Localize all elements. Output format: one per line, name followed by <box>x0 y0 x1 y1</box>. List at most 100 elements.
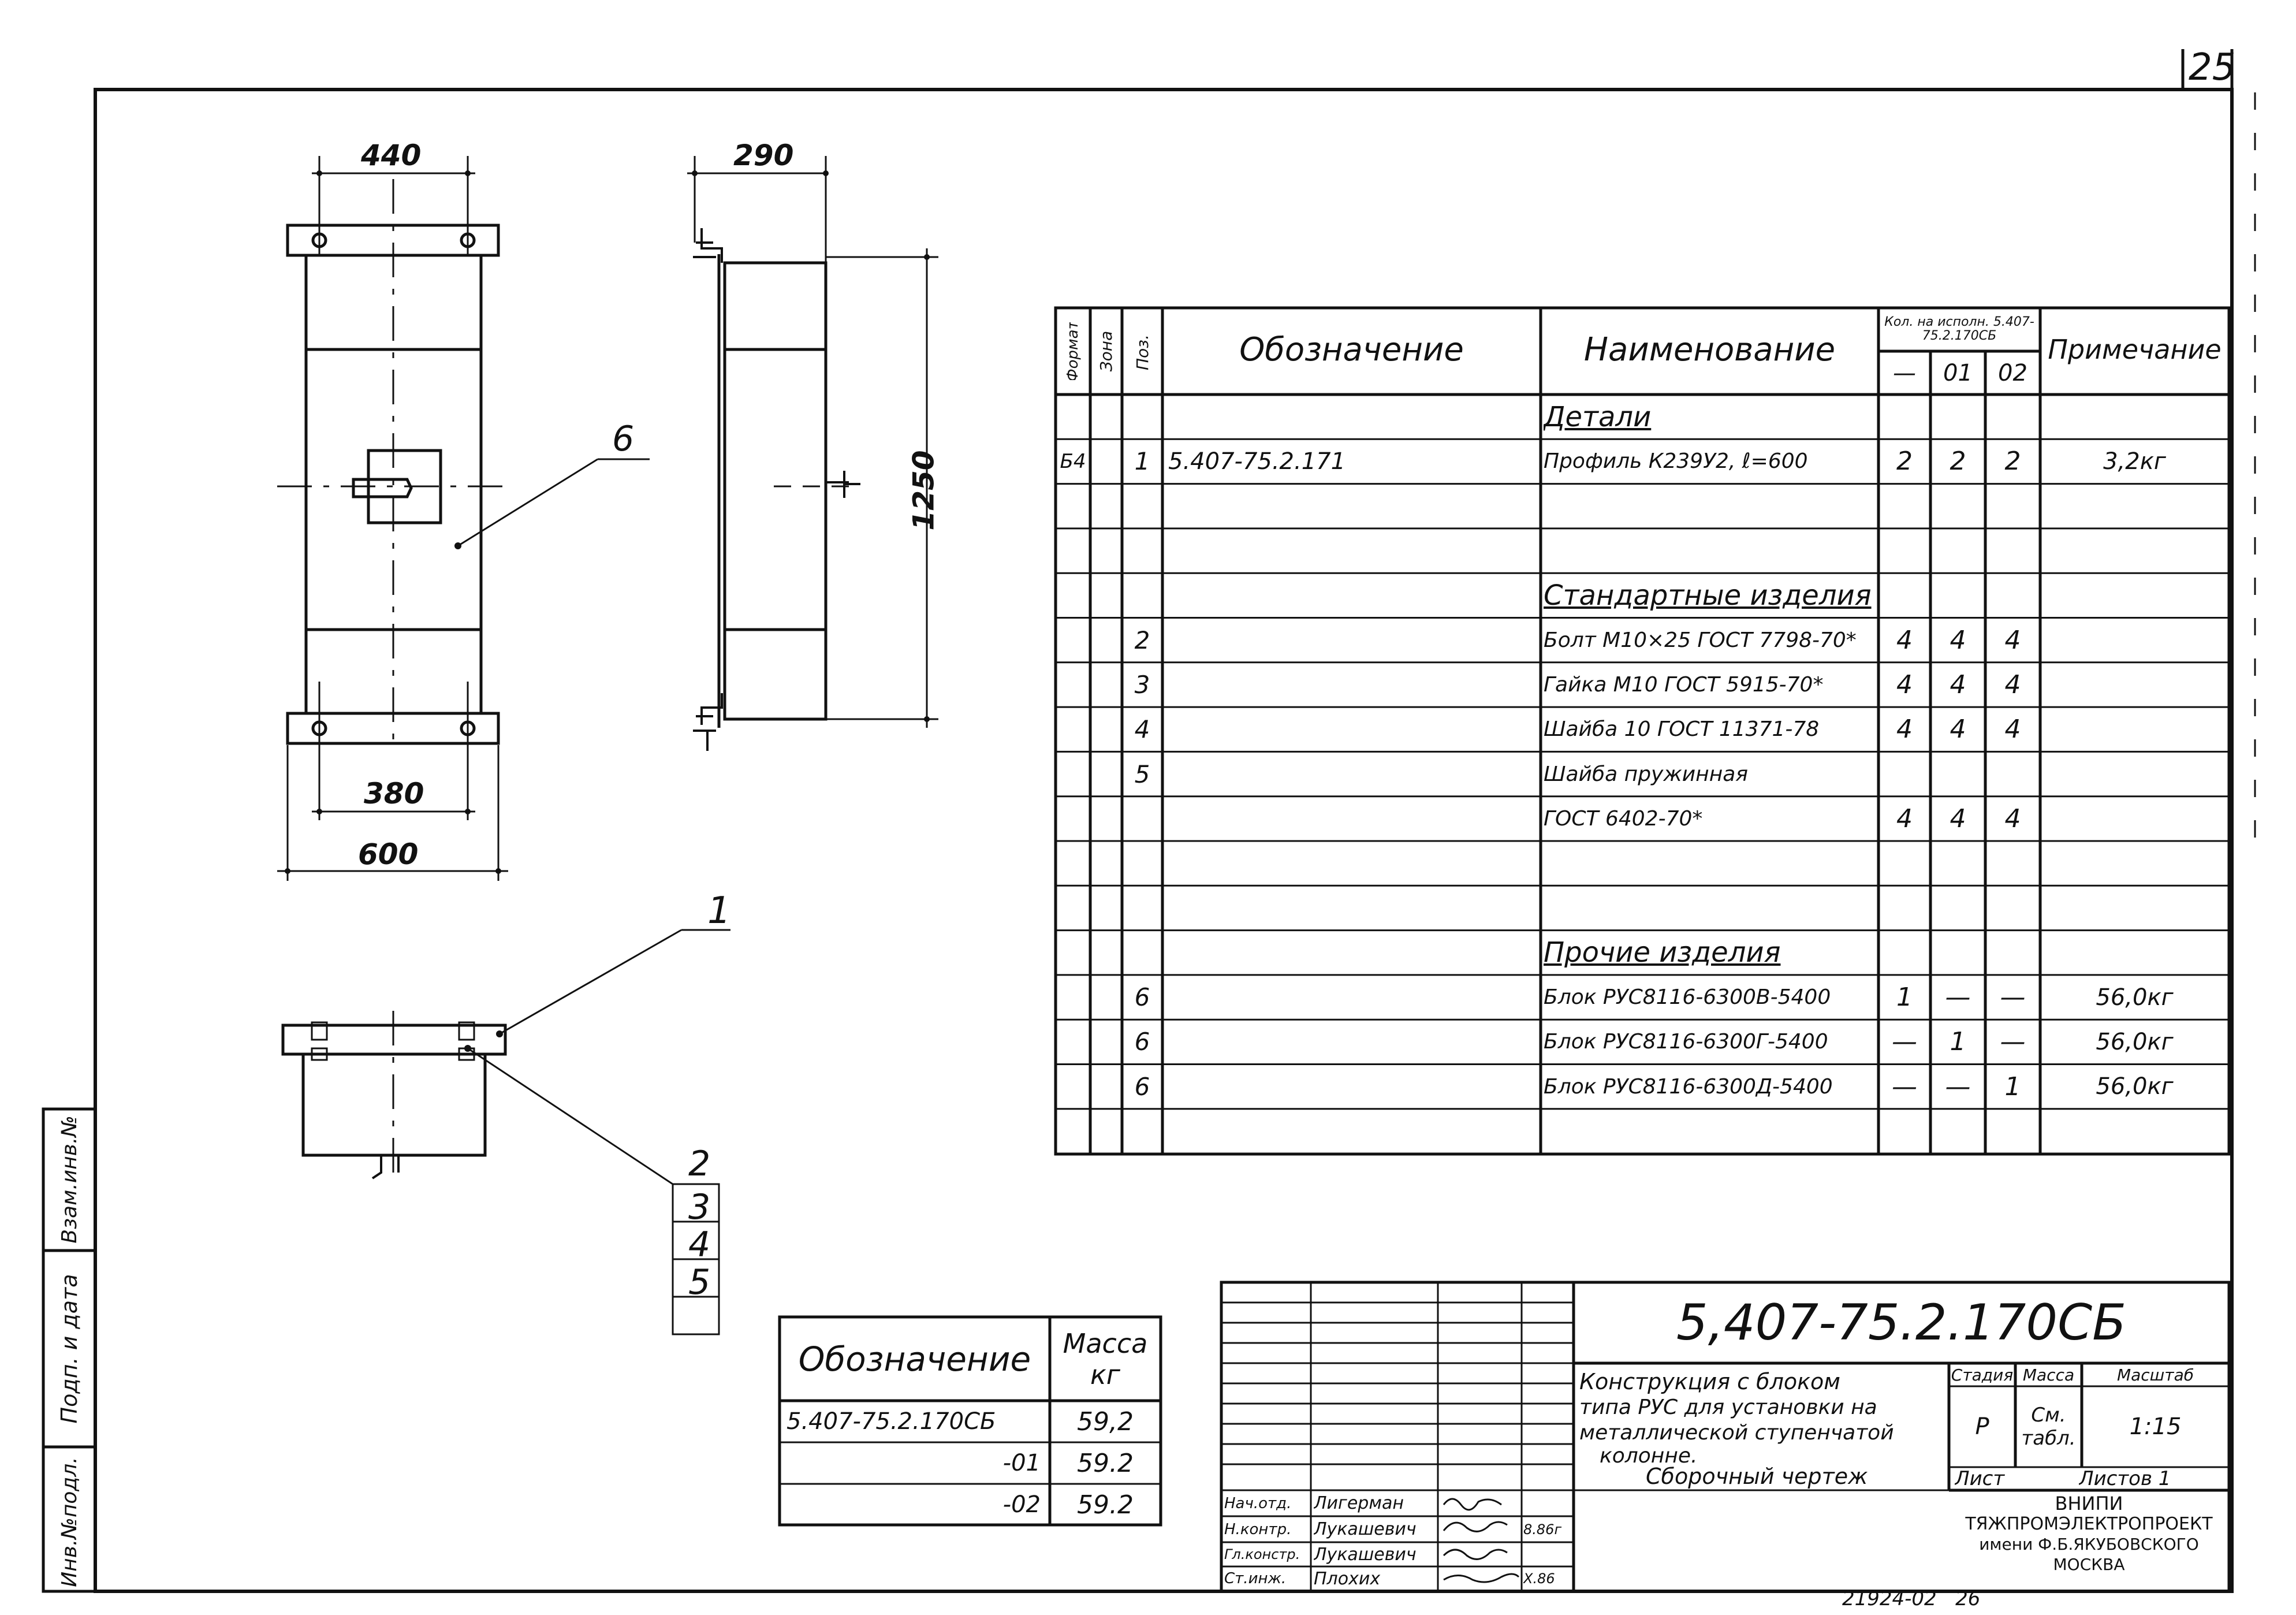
scale-label: Масштаб <box>2116 1365 2194 1385</box>
spec-row-1-format: Б4 <box>1060 449 1086 473</box>
spec-row-13-q1: — <box>1945 983 1971 1013</box>
stamp-inv-podl: Инв.№подл. <box>57 1457 81 1587</box>
spec-row-13-note: 56,0кг <box>2096 984 2174 1011</box>
header-qty-1: 01 <box>1943 359 1973 386</box>
role-0: Нач.отд. <box>1224 1494 1292 1512</box>
title-line-3: колонне. <box>1600 1444 1698 1467</box>
header-note: Примечание <box>2048 334 2222 365</box>
spec-row-6-q1: 4 <box>1950 669 1966 699</box>
mass-row-2-designation: -02 <box>1002 1491 1041 1518</box>
spec-row-15-q2: 1 <box>2004 1071 2021 1102</box>
spec-row-13-name: Блок РУС8116-6300В-5400 <box>1544 985 1831 1010</box>
spec-row-9-name: ГОСТ 6402-70* <box>1544 806 1703 831</box>
org-line-3: МОСКВА <box>2053 1554 2125 1574</box>
mass-row-2-mass: 59.2 <box>1077 1490 1134 1520</box>
callout-6: 6 <box>612 419 635 459</box>
sheet-number: 25 <box>2189 46 2236 89</box>
spec-row-7-q2: 4 <box>2004 715 2021 745</box>
spec-row-14-q0: — <box>1892 1027 1917 1057</box>
org-line-2: имени Ф.Б.ЯКУБОВСКОГО <box>1979 1534 2199 1554</box>
title-line-2: металлической ступенчатой <box>1579 1420 1894 1445</box>
header-qty-2: 02 <box>1998 359 2027 386</box>
mass-row-0-mass: 59,2 <box>1077 1406 1134 1437</box>
dim-front-top: 440 <box>361 139 422 172</box>
spec-row-6-pos: 3 <box>1134 670 1150 699</box>
spec-row-6-name: Гайка М10 ГОСТ 5915-70* <box>1544 672 1824 697</box>
title-line-1: типа РУС для установки на <box>1579 1395 1877 1419</box>
spec-row-5-q0: 4 <box>1896 625 1913 655</box>
spec-row-13-q2: — <box>2000 983 2026 1013</box>
header-qty: Кол. на исполн. 5.407-75.2.170СБ <box>1884 315 2034 343</box>
spec-row-9-q2: 4 <box>2004 803 2021 833</box>
role-1: Н.контр. <box>1224 1520 1292 1538</box>
mass-header-mass: Масса кг <box>1063 1327 1148 1390</box>
spec-row-9-q1: 4 <box>1950 803 1966 833</box>
spec-row-7-q1: 4 <box>1950 715 1966 745</box>
mass-row-1-designation: -01 <box>1002 1450 1041 1476</box>
title-line-0: Конструкция с блоком <box>1579 1369 1840 1394</box>
spec-row-7-q0: 4 <box>1896 715 1913 745</box>
spec-row-5-q2: 4 <box>2004 625 2021 655</box>
spec-row-14-note: 56,0кг <box>2096 1028 2174 1055</box>
spec-row-15-q0: — <box>1892 1071 1917 1102</box>
mass-row-1-mass: 59.2 <box>1077 1448 1134 1478</box>
spec-row-14-pos: 6 <box>1134 1028 1150 1056</box>
stage-label: Стадия <box>1951 1365 2014 1385</box>
spec-row-1-note: 3,2кг <box>2103 448 2166 475</box>
callout-4: 4 <box>688 1225 711 1265</box>
org-line-1: ТЯЖПРОМЭЛЕКТРОПРОЕКТ <box>1965 1513 2213 1534</box>
spec-row-15-q1: — <box>1945 1071 1971 1102</box>
spec-row-1-q1: 2 <box>1950 446 1966 477</box>
mass-header-designation: Обозначение <box>798 1339 1031 1379</box>
dim-side-top: 290 <box>733 139 794 172</box>
spec-row-4-name: Стандартные изделия <box>1544 579 1872 612</box>
spec-row-13-q0: 1 <box>1896 983 1913 1013</box>
role-3-date: Х.86 <box>1523 1571 1555 1587</box>
spec-row-1-designation: 5.407-75.2.171 <box>1168 448 1346 475</box>
role-2-name: Лукашевич <box>1314 1544 1417 1565</box>
spec-row-1-q2: 2 <box>2004 446 2021 477</box>
sheet-label: Лист <box>1955 1467 2005 1490</box>
spec-row-8-name: Шайба пружинная <box>1544 762 1748 786</box>
spec-row-15-note: 56,0кг <box>2096 1073 2174 1100</box>
spec-row-5-name: Болт М10×25 ГОСТ 7798-70* <box>1544 628 1857 652</box>
dim-front-380: 380 <box>364 777 424 810</box>
callout-1: 1 <box>707 890 731 932</box>
mass-label: Масса <box>2022 1365 2075 1385</box>
role-1-date: 8.86г <box>1523 1521 1562 1538</box>
spec-row-5-q1: 4 <box>1950 625 1966 655</box>
role-2: Гл.констр. <box>1224 1546 1300 1562</box>
role-1-name: Лукашевич <box>1314 1519 1417 1539</box>
sheets-label: Листов 1 <box>2079 1467 2171 1490</box>
spec-row-1-name: Профиль К239У2, ℓ=600 <box>1544 449 1808 474</box>
spec-row-14-q2: — <box>2000 1027 2026 1057</box>
callout-3: 3 <box>688 1187 711 1227</box>
spec-row-14-q1: 1 <box>1950 1027 1966 1057</box>
spec-row-15-name: Блок РУС8116-6300Д-5400 <box>1544 1074 1833 1099</box>
doc-type: Сборочный чертеж <box>1646 1464 1868 1489</box>
stamp-podp-data: Подп. и дата <box>57 1274 82 1424</box>
mass-row-0-designation: 5.407-75.2.170СБ <box>787 1408 996 1435</box>
spec-row-6-q0: 4 <box>1896 669 1913 699</box>
spec-row-15-pos: 6 <box>1134 1072 1150 1101</box>
spec-row-7-pos: 4 <box>1134 715 1150 744</box>
header-name: Наименование <box>1583 330 1836 369</box>
drawing-code: 5,407-75.2.170СБ <box>1676 1294 2127 1352</box>
header-designation: Обозначение <box>1239 330 1464 369</box>
callout-2: 2 <box>688 1144 711 1184</box>
spec-row-12-name: Прочие изделия <box>1544 936 1781 969</box>
dim-front-600: 600 <box>358 838 419 871</box>
stage-value: Р <box>1975 1413 1989 1440</box>
callout-5: 5 <box>688 1262 711 1303</box>
role-0-name: Лигерман <box>1314 1493 1404 1513</box>
spec-row-9-q0: 4 <box>1896 803 1913 833</box>
bottom-code: 21924-02 26 <box>1842 1587 1981 1610</box>
role-3: Ст.инж. <box>1224 1570 1287 1587</box>
role-3-name: Плохих <box>1314 1568 1381 1589</box>
spec-row-7-name: Шайба 10 ГОСТ 11371-78 <box>1544 717 1820 742</box>
spec-row-13-pos: 6 <box>1134 983 1150 1012</box>
header-qty-0: — <box>1893 359 1916 386</box>
spec-row-8-pos: 5 <box>1134 760 1150 788</box>
